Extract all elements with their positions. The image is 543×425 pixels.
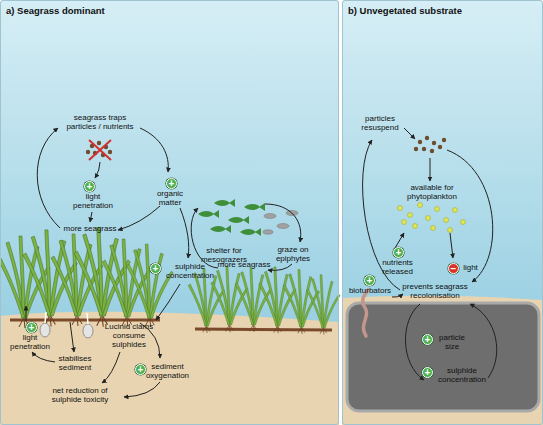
process-label: more seagrass (58, 224, 122, 233)
panel: b) Unvegetated substrate + − + + + (342, 0, 543, 425)
sign-symbol: + (136, 365, 145, 374)
process-label: prevents seagrass recolonisation (395, 282, 475, 300)
water-column (342, 0, 543, 425)
process-label: stabilises sediment (50, 354, 100, 372)
sand (342, 296, 543, 425)
effect-sign: + (26, 322, 37, 333)
process-label: light penetration (68, 192, 118, 210)
water-column (0, 0, 339, 425)
process-label: light (458, 263, 483, 272)
process-label: seagrass traps particles / nutrients (59, 113, 141, 131)
panel-heading: b) Unvegetated substrate (348, 5, 462, 16)
sand (0, 312, 339, 425)
sign-symbol: + (151, 264, 160, 273)
panel: a) Seagrass dominant + + + + + (0, 0, 339, 425)
process-label: sulphide concentration (160, 262, 220, 280)
process-label: sediment oxygenation (140, 362, 195, 380)
blocked-cross (89, 140, 111, 160)
phytoplankton (398, 203, 466, 233)
process-label: particle size (432, 333, 472, 351)
effect-sign: − (448, 263, 459, 274)
process-label: particles resuspend (355, 114, 405, 132)
process-label: organic matter (150, 189, 190, 207)
bioturbator-worm (363, 290, 368, 336)
effect-sign: + (150, 263, 161, 274)
seagrass-meadow (0, 227, 173, 328)
process-label: available for phytoplankton (392, 183, 472, 201)
process-label: bioturbators (343, 286, 397, 295)
process-label: light penetration (5, 333, 55, 351)
effect-sign: + (84, 181, 95, 192)
sign-symbol: + (394, 248, 403, 257)
effect-sign: + (422, 367, 433, 378)
sign-symbol: + (85, 182, 94, 191)
feedback-arrows (26, 128, 497, 397)
sign-symbol: + (27, 323, 36, 332)
effect-sign: + (166, 178, 177, 189)
sign-symbol: + (423, 335, 432, 344)
sign-symbol: + (365, 276, 374, 285)
effect-sign: + (393, 247, 404, 258)
process-label: more seagrass (212, 260, 276, 269)
process-label: sulphide concentration (432, 366, 492, 384)
effect-sign: + (364, 275, 375, 286)
process-label: net reduction of sulphide toxicity (40, 386, 120, 404)
process-label: Lucinid clams consume sulphides (98, 322, 160, 349)
sign-symbol: − (449, 264, 458, 273)
lucinid-clam (40, 312, 93, 338)
sulphidic-sediment (347, 303, 539, 411)
effect-sign: + (422, 334, 433, 345)
particles (414, 136, 446, 153)
process-label: graze on epiphytes (268, 245, 318, 263)
process-label: nutrients released (375, 258, 420, 276)
panel-heading: a) Seagrass dominant (6, 5, 105, 16)
sign-symbol: + (423, 368, 432, 377)
sign-symbol: + (167, 179, 176, 188)
fish-school (198, 199, 265, 236)
effect-sign: + (135, 364, 146, 375)
